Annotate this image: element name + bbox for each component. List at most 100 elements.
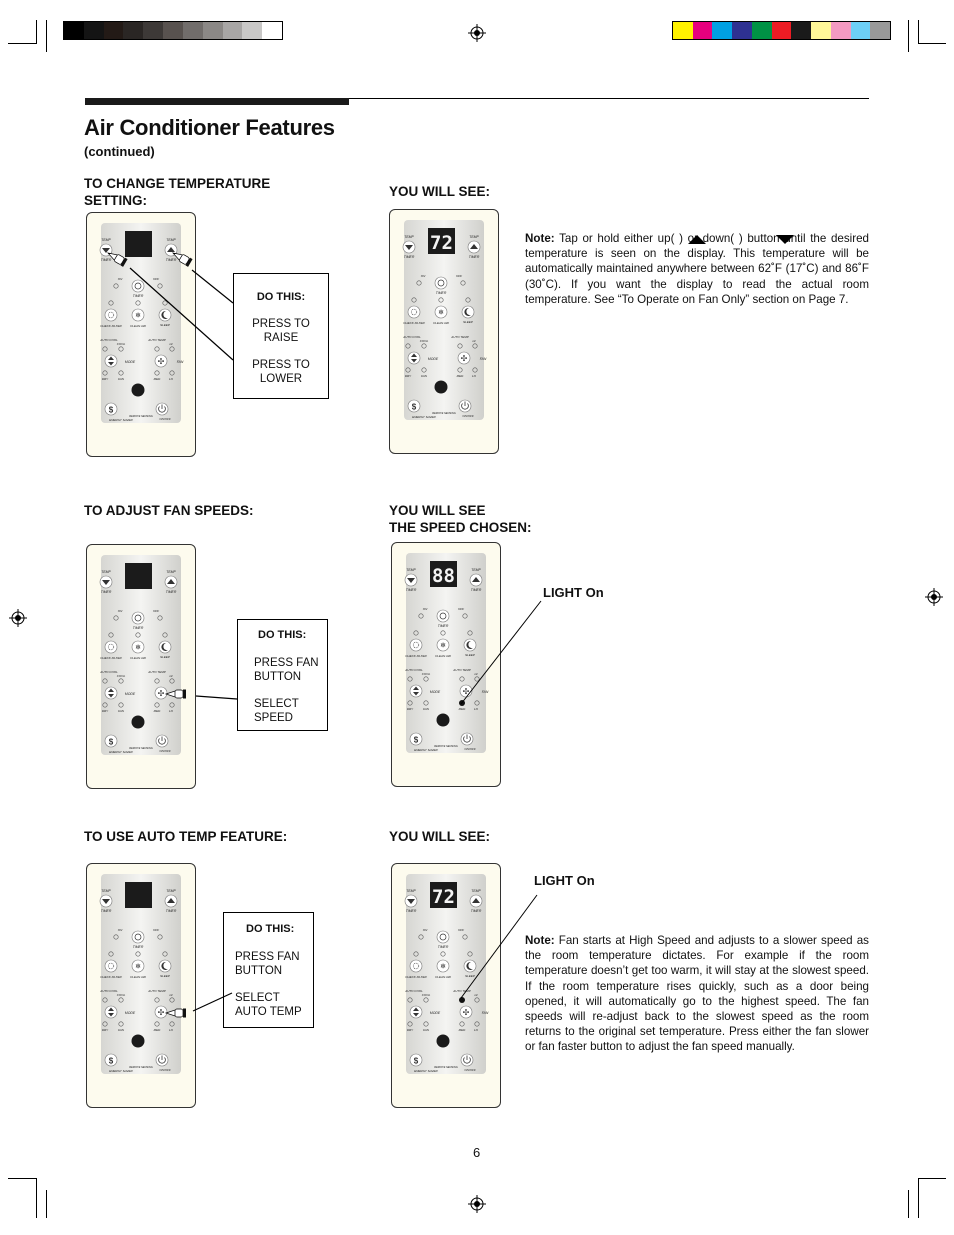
remote-label: CLEAN AIR: [433, 321, 450, 325]
arrow-up-icon: [411, 353, 417, 357]
indicator-led: [162, 632, 168, 638]
timer-button[interactable]: [131, 279, 145, 293]
mode-button[interactable]: [104, 354, 118, 368]
indicator-led: [462, 613, 468, 619]
remote-label: TIMER: [406, 909, 417, 913]
do-this-instruction: SELECT SPEED: [254, 698, 299, 724]
energy-saver-button[interactable]: [104, 402, 118, 416]
check-filter-button[interactable]: [104, 640, 118, 654]
remote-label: SLEEP: [160, 655, 170, 659]
remote-label: MODE: [125, 692, 136, 696]
clean-air-button[interactable]: [436, 638, 450, 652]
remote-label: TIMER: [469, 255, 480, 259]
indicator-led: [474, 1021, 480, 1027]
timer-button[interactable]: [131, 611, 145, 625]
clean-air-button[interactable]: [131, 308, 145, 322]
snowflake-icon: ❄: [135, 963, 141, 971]
power-icon: [158, 406, 166, 413]
fan-button[interactable]: [154, 686, 168, 700]
sensor-button[interactable]: [131, 715, 145, 729]
fan-button[interactable]: [154, 1005, 168, 1019]
remote-label: TEMP: [101, 570, 111, 574]
dollar-icon: $: [109, 1057, 114, 1066]
note-label: Note:: [525, 232, 555, 245]
indicator-led: [154, 702, 160, 708]
remote-label: ENERGY SAVER: [109, 418, 133, 422]
color-swatch: [222, 22, 243, 39]
energy-saver-button[interactable]: [407, 399, 421, 413]
do-this-instruction: PRESS TO LOWER: [252, 359, 310, 385]
sensor-button[interactable]: [434, 380, 448, 394]
mode-button[interactable]: [407, 351, 421, 365]
indicator-led: [418, 613, 424, 619]
indicator-led: [413, 951, 419, 957]
display-readout: 72: [430, 232, 453, 254]
timer-button[interactable]: [434, 276, 448, 290]
sensor-button[interactable]: [436, 713, 450, 727]
arrow-up-icon: [470, 244, 478, 249]
arrow-down-icon: [108, 1013, 114, 1017]
remote-label: CLEAN AIR: [130, 324, 147, 328]
registration-mark-icon: [468, 1195, 486, 1213]
clean-air-button[interactable]: [131, 640, 145, 654]
remote-label: CHECK FILTER: [403, 321, 425, 325]
color-swatch: [123, 22, 144, 39]
energy-saver-button[interactable]: [409, 1053, 423, 1067]
remote-label: AUTO TEMP: [147, 670, 165, 674]
color-swatch: [791, 22, 812, 39]
mode-button[interactable]: [409, 1005, 423, 1019]
clean-air-button[interactable]: [131, 959, 145, 973]
check-filter-button[interactable]: [104, 959, 118, 973]
remote-label: COOL: [117, 993, 126, 997]
indicator-led: [459, 676, 465, 682]
arrow-up-icon: [108, 1007, 114, 1011]
energy-saver-button[interactable]: [409, 732, 423, 746]
fan-button[interactable]: [154, 354, 168, 368]
color-swatch: [751, 22, 772, 39]
mode-button[interactable]: [104, 1005, 118, 1019]
fan-button[interactable]: [459, 1005, 473, 1019]
remote-label: HI: [475, 672, 478, 676]
timer-button[interactable]: [436, 609, 450, 623]
remote-label: ENERGY SAVER: [109, 1069, 133, 1073]
note-text: Fan starts at High Speed and adjusts to …: [525, 934, 869, 1054]
remote-label: TIMER: [471, 588, 482, 592]
remote-label: FAN: [480, 357, 487, 361]
indicator-led: [113, 283, 119, 289]
check-filter-button[interactable]: [407, 305, 421, 319]
check-filter-button[interactable]: [104, 308, 118, 322]
mode-button[interactable]: [104, 686, 118, 700]
energy-saver-button[interactable]: [104, 734, 118, 748]
fan-button[interactable]: [457, 351, 471, 365]
remote-label: HI: [170, 674, 173, 678]
power-icon: [158, 1057, 166, 1064]
sensor-button[interactable]: [131, 1034, 145, 1048]
check-filter-button[interactable]: [409, 638, 423, 652]
remote-display: [428, 228, 455, 254]
timer-button[interactable]: [436, 930, 450, 944]
registration-mark-icon: [468, 24, 486, 42]
remote-label: LO: [474, 1028, 479, 1032]
remote-label: AUTO COOL: [402, 335, 421, 339]
energy-saver-button[interactable]: [104, 1053, 118, 1067]
mode-button[interactable]: [409, 684, 423, 698]
note-paragraph: Note: Fan starts at High Speed and adjus…: [525, 933, 869, 1055]
indicator-led: [118, 997, 124, 1003]
filter-icon: [412, 962, 420, 970]
clean-air-button[interactable]: [434, 305, 448, 319]
remote-label: TIMER: [101, 909, 112, 913]
remote-panel: [406, 553, 486, 753]
clean-air-button[interactable]: [436, 959, 450, 973]
remote-display: [430, 882, 457, 908]
indicator-led: [407, 1021, 413, 1027]
sensor-button[interactable]: [131, 383, 145, 397]
indicator-led: [438, 297, 444, 303]
dollar-icon: $: [412, 403, 417, 412]
timer-button[interactable]: [131, 930, 145, 944]
sensor-button[interactable]: [436, 1034, 450, 1048]
check-filter-button[interactable]: [409, 959, 423, 973]
indicator-led: [423, 1021, 429, 1027]
indicator-led: [474, 676, 480, 682]
